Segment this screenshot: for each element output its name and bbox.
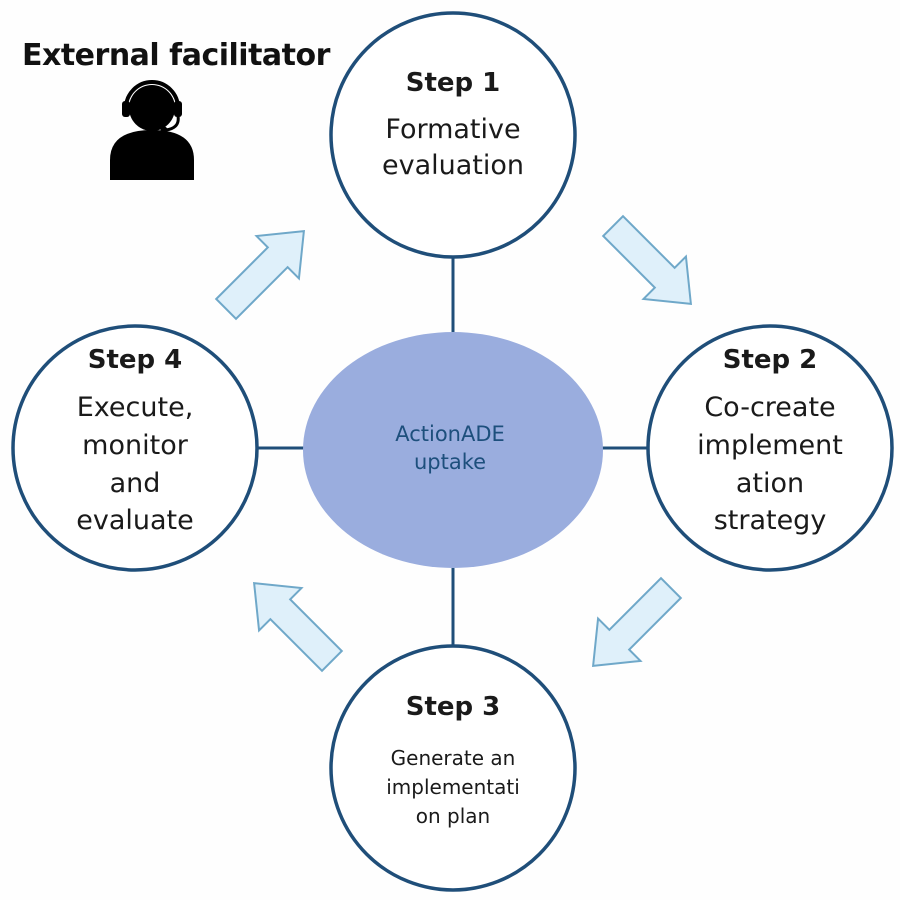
step-4-node: Step 4 Execute, monitor and evaluate [25,345,245,540]
step-4-body: Execute, monitor and evaluate [76,392,194,537]
step-1-title: Step 1 [405,68,501,98]
step-2-node: Step 2 Co-create implement ation strateg… [660,345,880,540]
step-4-circle [11,324,259,572]
arrow-step4-to-step1 [214,229,306,321]
step-3-node: Step 3 Generate an implementati on plan [343,692,563,831]
step-3-circle [329,644,577,892]
step-1-node: Step 1 Formative evaluation [343,68,563,183]
step-4-title: Step 4 [87,345,183,375]
step-1-circle [329,11,577,259]
arrow-step1-to-step2 [601,214,693,306]
arrow-step3-to-step4 [252,581,344,673]
headset-person-icon [110,80,194,180]
step-3-body: Generate an implementati on plan [386,746,520,828]
facilitator-label: External facilitator [22,38,330,73]
step-3-title: Step 3 [405,692,501,722]
arrow-step2-to-step3 [591,576,683,668]
step-1-body: Formative evaluation [381,114,524,181]
step-2-title: Step 2 [722,345,818,375]
center-ellipse [303,332,603,568]
step-2-circle [646,324,894,572]
center-label: ActionADE uptake [395,422,505,475]
step-2-body: Co-create implement ation strategy [697,392,843,537]
